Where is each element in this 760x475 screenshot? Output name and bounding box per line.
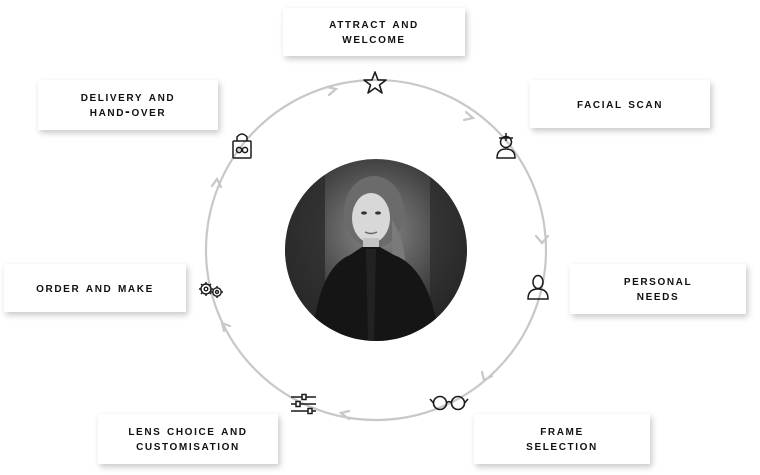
step-label-text: Delivery and hand-over xyxy=(80,89,176,120)
step-label-text: Order and make xyxy=(36,279,154,296)
step-label-text: Attract and welcome xyxy=(329,16,419,47)
step-label-order-make: Order and make xyxy=(4,264,186,312)
step-label-text: Facial scan xyxy=(576,95,664,112)
step-label-delivery: Delivery and hand-over xyxy=(38,80,218,130)
step-label-text: Frame selection xyxy=(526,423,598,454)
portrait-photo xyxy=(285,159,467,341)
step-label-personal-needs: Personal needs xyxy=(570,264,746,314)
arrow-6 xyxy=(220,321,232,333)
glasses-icon xyxy=(429,395,469,411)
step-label-frame-selection: Frame selection xyxy=(474,414,650,464)
star-icon xyxy=(363,71,387,94)
step-label-text: Personal needs xyxy=(623,273,693,304)
step-label-lens-choice: Lens choice and customisation xyxy=(98,414,278,464)
arrow-5 xyxy=(338,409,351,421)
arrow-7 xyxy=(210,176,223,189)
arrow-1 xyxy=(325,85,339,97)
sliders-icon xyxy=(291,393,316,415)
arrow-4 xyxy=(480,370,494,382)
step-label-facial-scan: Facial scan xyxy=(530,80,710,128)
arrow-3 xyxy=(534,234,550,245)
cycle-arrows xyxy=(210,85,550,421)
shopping-bag-icon xyxy=(232,133,252,159)
face-scan-icon xyxy=(496,133,516,159)
step-label-attract: Attract and welcome xyxy=(283,8,465,56)
cycle-ring xyxy=(204,78,548,422)
arrow-2 xyxy=(462,110,476,122)
gears-icon xyxy=(199,282,223,298)
step-label-text: Lens choice and customisation xyxy=(128,423,248,454)
person-icon xyxy=(527,274,549,300)
